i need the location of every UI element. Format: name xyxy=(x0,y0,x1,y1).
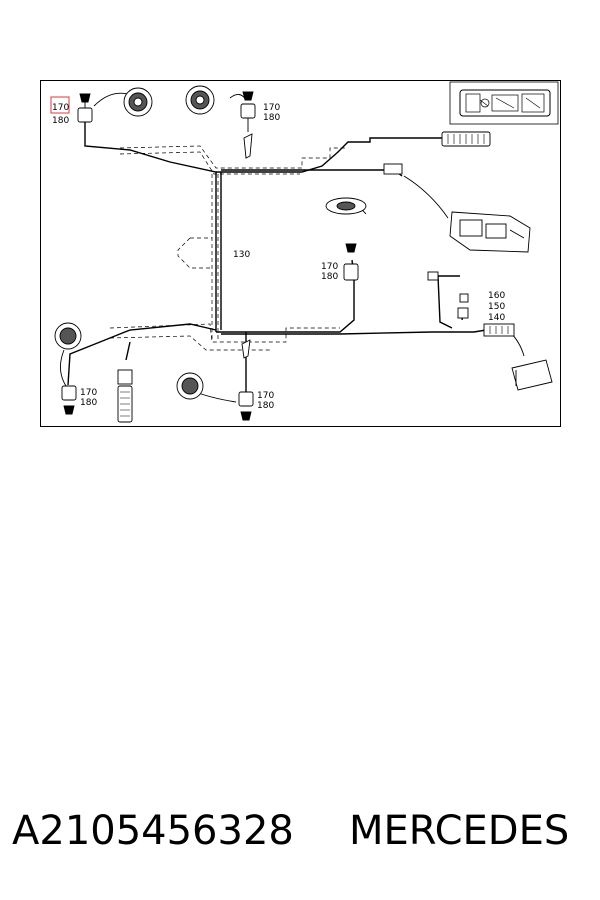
lamp-top-center xyxy=(185,85,215,115)
callout-top-center-1: 170 xyxy=(263,103,280,113)
grommet-top-center xyxy=(240,91,256,159)
grommet-top-left xyxy=(77,93,93,123)
callout-harness: 130 xyxy=(233,250,250,260)
callout-bottom-center-2: 180 xyxy=(257,401,274,411)
callout-top-center-2: 180 xyxy=(263,113,280,123)
callout-center-right-1: 170 xyxy=(321,262,338,272)
courtesy-lamp xyxy=(325,197,367,215)
lamp-top-left xyxy=(123,87,153,117)
plug-right xyxy=(483,323,515,337)
wiring-diagram: 170 180 170 180 130 170 180 160 150 140 … xyxy=(40,80,561,427)
callout-bottom-left-1: 170 xyxy=(80,388,97,398)
callout-right-stack-3: 140 xyxy=(488,313,505,323)
lamp-lower-left xyxy=(54,322,82,350)
callout-right-stack-2: 150 xyxy=(488,302,505,312)
grommet-center-right xyxy=(343,243,359,281)
callout-top-left-2: 180 xyxy=(52,116,69,126)
footer: A2105456328 MERCEDES xyxy=(0,800,600,870)
lamp-bottom-center xyxy=(176,372,204,400)
connector-top-right xyxy=(441,131,491,147)
grommet-bottom-center xyxy=(238,339,254,421)
callout-highlight xyxy=(50,96,70,114)
callout-right-stack-1: 160 xyxy=(488,291,505,301)
part-number: A2105456328 xyxy=(12,808,294,854)
relay-plug xyxy=(383,163,403,175)
brand-name: MERCEDES xyxy=(349,808,570,854)
grommet-lower-left xyxy=(61,385,77,415)
callout-bottom-center-1: 170 xyxy=(257,391,274,401)
switch-lower-left xyxy=(117,369,133,423)
sensor-box-right xyxy=(511,359,553,391)
callout-center-right-2: 180 xyxy=(321,272,338,282)
callout-top-left-1: 170 xyxy=(52,103,69,113)
callout-bottom-left-2: 180 xyxy=(80,398,97,408)
small-plugs-right xyxy=(427,271,469,319)
control-module xyxy=(449,211,531,253)
vehicle-inset xyxy=(449,81,559,125)
